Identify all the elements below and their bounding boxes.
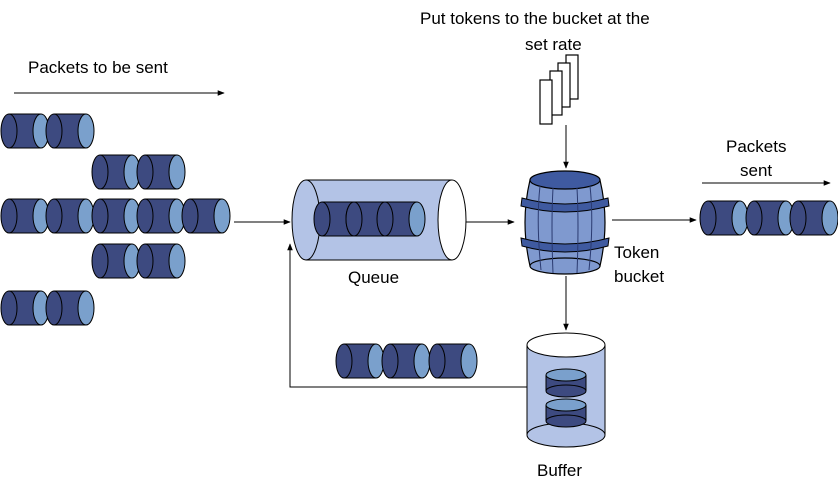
packet-icon xyxy=(699,200,749,236)
buffered-packet-icon xyxy=(545,398,587,428)
buffer-label: Buffer xyxy=(537,461,582,480)
token-bucket-label-line1: Token xyxy=(614,243,659,262)
packet-icon xyxy=(91,243,141,279)
packet-icon xyxy=(0,113,50,149)
packet-icon xyxy=(91,198,141,234)
packet-icon xyxy=(381,343,431,379)
packet-icon xyxy=(45,290,95,326)
packet-icon xyxy=(45,198,95,234)
packet-icon xyxy=(91,154,141,190)
token-bucket-barrel xyxy=(520,170,610,275)
packet-icon xyxy=(45,113,95,149)
packet-icon xyxy=(428,343,478,379)
packet-icon xyxy=(0,290,50,326)
packet-icon xyxy=(136,243,186,279)
packets-sent-label-line2: sent xyxy=(740,161,772,180)
incoming-packets xyxy=(0,113,231,326)
tokens-stack xyxy=(539,54,579,125)
packet-icon xyxy=(136,198,186,234)
packet-icon xyxy=(0,198,50,234)
returning-packets xyxy=(335,343,478,379)
packet-icon xyxy=(745,200,795,236)
buffered-packet-icon xyxy=(545,368,587,398)
token-bucket-label-line2: bucket xyxy=(614,267,664,286)
token-icon xyxy=(539,79,553,125)
packets-sent-label-line1: Packets xyxy=(726,137,786,156)
sent-packets xyxy=(699,200,838,236)
packet-icon xyxy=(181,198,231,234)
packet-icon xyxy=(335,343,385,379)
arrow-buffer-to-queue xyxy=(287,243,527,388)
queued-packet-icon xyxy=(376,201,426,237)
packet-icon xyxy=(136,154,186,190)
packet-icon xyxy=(789,200,838,236)
packets-to-send-label: Packets to be sent xyxy=(28,58,168,77)
buffer-cylinder xyxy=(526,332,606,448)
put-tokens-label-line2: set rate xyxy=(525,35,582,54)
queue-label: Queue xyxy=(348,268,399,287)
put-tokens-label-line1: Put tokens to the bucket at the xyxy=(420,9,650,28)
queue-cylinder xyxy=(291,179,467,261)
